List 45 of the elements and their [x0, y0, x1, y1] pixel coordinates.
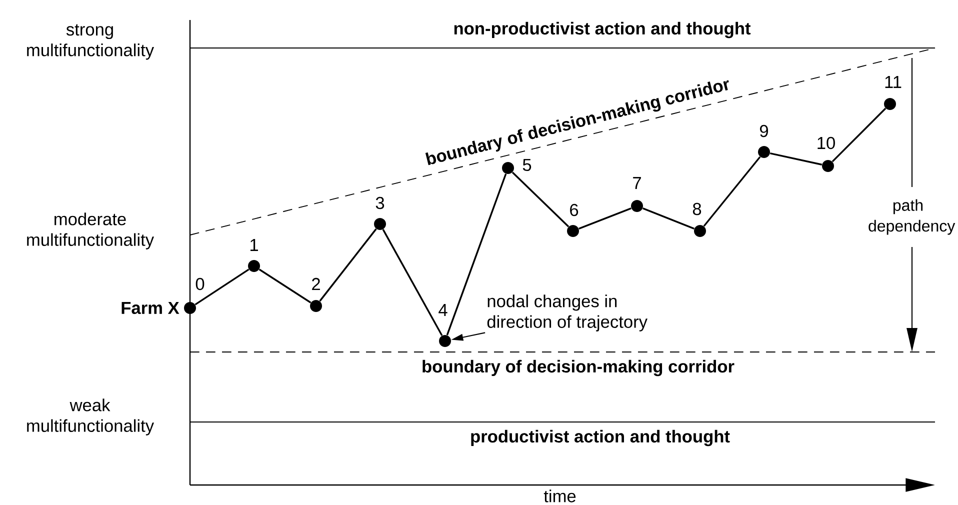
point-number: 0 [196, 278, 204, 290]
trajectory-line [703, 156, 761, 227]
point-number: 5 [522, 158, 532, 172]
point-number: 7 [633, 177, 641, 189]
axis-label: moderate multifunctionality [27, 212, 154, 250]
trajectory-dot [310, 300, 322, 312]
trajectory-line [258, 268, 312, 304]
trajectory-line [194, 268, 250, 306]
trajectory-dot [758, 146, 770, 158]
point-number: 8 [692, 202, 702, 216]
trajectory-dot [502, 162, 514, 174]
trajectory-line [319, 228, 377, 302]
trajectory-dot [374, 218, 386, 230]
point-number: 9 [760, 124, 768, 138]
axis-title: time [544, 490, 576, 502]
point-number: 3 [376, 196, 384, 210]
point-number: 4 [438, 304, 448, 316]
trajectory-dot [822, 160, 834, 172]
axis-label: Farm X [122, 302, 180, 314]
trajectory-dot [248, 260, 260, 272]
boundary-label: boundary of decision-making corridor [422, 360, 734, 376]
point-number: 1 [250, 239, 258, 251]
trajectory-dot [184, 302, 196, 314]
trajectory-dot [631, 200, 643, 212]
axis-label: weak multifunctionality [27, 398, 154, 436]
point-number: 6 [570, 204, 578, 216]
point-number: 10 [818, 136, 835, 150]
zone-label: productivist action and thought [471, 430, 730, 446]
trajectory-line [770, 152, 822, 166]
annotation-text: nodal changes in direction of trajectory [487, 294, 648, 332]
trajectory-dot [439, 335, 451, 347]
trajectory-line [446, 174, 507, 336]
trajectory-line [512, 172, 570, 228]
trajectory-line [642, 208, 694, 230]
trajectory-dot [694, 225, 706, 237]
point-number: 2 [312, 278, 320, 290]
axis-label: strong multifunctionality [27, 24, 154, 60]
trajectory-dot [884, 98, 896, 110]
trajectory-line [832, 108, 886, 162]
dimension-label: path dependency [868, 199, 956, 235]
trajectory-line [578, 207, 632, 230]
point-number: 11 [885, 76, 902, 88]
trajectory-dot [567, 225, 579, 237]
trajectory-line [382, 229, 443, 336]
zone-label: non-productivist action and thought [454, 22, 751, 38]
